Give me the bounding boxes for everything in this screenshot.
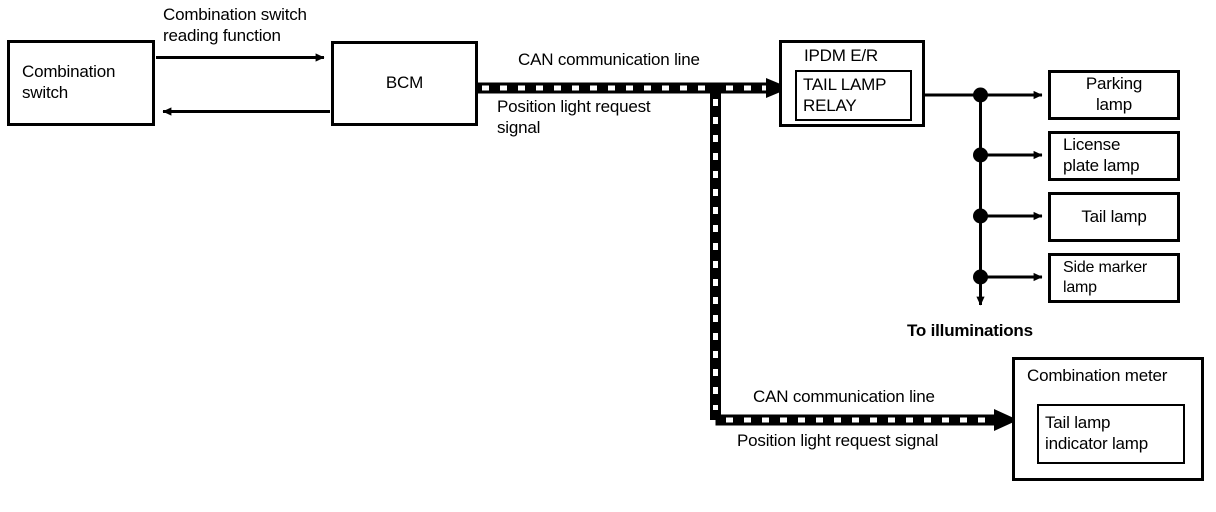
label-can-communication-line-top: CAN communication line xyxy=(518,50,700,69)
node-parking-lamp[interactable]: Parking lamp xyxy=(1048,70,1180,120)
node-side-marker-lamp[interactable]: Side marker lamp xyxy=(1048,253,1180,303)
junction-dot-side-marker xyxy=(973,269,988,285)
node-side-marker-lamp-label: Side marker lamp xyxy=(1063,259,1148,296)
node-tail-lamp-relay[interactable]: TAIL LAMP RELAY xyxy=(795,70,912,121)
node-license-plate-lamp[interactable]: License plate lamp xyxy=(1048,131,1180,181)
node-tail-lamp-relay-label: TAIL LAMP RELAY xyxy=(803,74,887,115)
node-combination-meter-title: Combination meter xyxy=(1027,366,1168,385)
node-tail-lamp-indicator-label: Tail lamp indicator lamp xyxy=(1045,413,1149,453)
label-position-light-request-signal-top: Position light request signal xyxy=(497,97,651,138)
label-combination-switch-reading-function: Combination switch reading function xyxy=(163,5,307,46)
node-ipdm-er[interactable]: IPDM E/R TAIL LAMP RELAY xyxy=(779,40,925,127)
junction-dot-parking xyxy=(973,87,988,103)
node-tail-lamp[interactable]: Tail lamp xyxy=(1048,192,1180,242)
junction-dot-tail xyxy=(973,208,988,224)
node-tail-lamp-label: Tail lamp xyxy=(1081,206,1147,226)
node-license-plate-lamp-label: License plate lamp xyxy=(1063,135,1140,175)
node-tail-lamp-indicator[interactable]: Tail lamp indicator lamp xyxy=(1037,404,1185,464)
label-position-light-request-signal-bottom: Position light request signal xyxy=(737,431,939,450)
node-combination-switch-label: Combination switch xyxy=(22,62,116,102)
node-combination-meter[interactable]: Combination meter Tail lamp indicator la… xyxy=(1012,357,1204,481)
junction-dots xyxy=(973,87,988,285)
junction-dot-license xyxy=(973,147,988,163)
label-can-communication-line-bottom: CAN communication line xyxy=(753,387,935,406)
node-bcm-label: BCM xyxy=(385,73,424,93)
node-bcm[interactable]: BCM xyxy=(331,41,478,126)
node-ipdm-er-title: IPDM E/R xyxy=(804,46,878,65)
node-parking-lamp-label: Parking lamp xyxy=(1085,74,1143,114)
node-combination-switch[interactable]: Combination switch xyxy=(7,40,155,126)
label-to-illuminations: To illuminations xyxy=(907,321,1033,340)
